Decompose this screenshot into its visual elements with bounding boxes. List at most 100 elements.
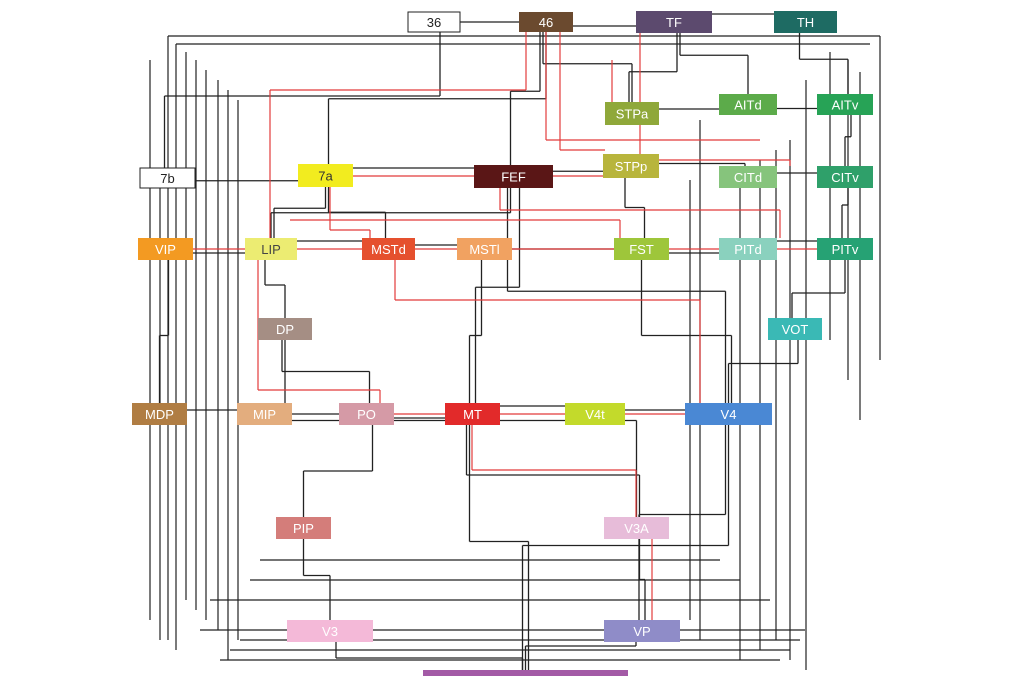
- area-box: [817, 94, 873, 115]
- area-label: V3: [322, 624, 338, 639]
- area-label: AITv: [832, 98, 859, 113]
- area-box: [457, 238, 512, 260]
- area-a36: 36: [407, 11, 461, 33]
- area-label: AITd: [734, 98, 761, 113]
- area-box: [719, 166, 777, 188]
- area-PO: PO: [339, 403, 394, 425]
- area-label: MDP: [145, 407, 174, 422]
- area-label: STPa: [616, 107, 649, 122]
- area-box: [362, 238, 415, 260]
- area-MDP: MDP: [132, 403, 187, 425]
- area-box: [258, 318, 312, 340]
- area-label: CITd: [734, 170, 762, 185]
- area-label: PIP: [293, 521, 314, 536]
- area-TH: TH: [774, 11, 837, 33]
- area-box: [237, 403, 292, 425]
- area-label: MIP: [253, 407, 276, 422]
- area-box: [817, 166, 873, 188]
- area-label: V4t: [585, 407, 605, 422]
- area-box: [817, 238, 873, 260]
- area-TF: TF: [636, 11, 712, 33]
- area-PIP: PIP: [276, 517, 331, 539]
- area-FEF: FEF: [474, 165, 553, 188]
- area-DP: DP: [258, 318, 312, 340]
- area-V4: V4: [685, 403, 772, 425]
- area-box: [774, 11, 837, 33]
- area-V3A: V3A: [604, 517, 669, 539]
- area-MSTd: MSTd: [362, 238, 415, 260]
- area-box: [768, 318, 822, 340]
- area-label: PO: [357, 407, 376, 422]
- area-box: [138, 238, 193, 260]
- area-STPp: STPp: [603, 154, 659, 178]
- area-V2: [423, 670, 628, 676]
- area-label: V4: [721, 407, 737, 422]
- area-AITv: AITv: [817, 94, 873, 115]
- area-box: [339, 403, 394, 425]
- area-label: DP: [276, 322, 294, 337]
- area-VIP: VIP: [138, 238, 193, 260]
- area-box: [132, 403, 187, 425]
- area-PITd: PITd: [719, 238, 777, 260]
- area-label: VOT: [782, 322, 809, 337]
- area-label: MT: [463, 407, 482, 422]
- area-label: VP: [633, 624, 650, 639]
- area-box: [604, 620, 680, 642]
- area-label: V3A: [624, 521, 649, 536]
- area-box: [298, 164, 353, 187]
- area-label: STPp: [615, 159, 648, 174]
- area-MSTl: MSTl: [457, 238, 512, 260]
- area-V4t: V4t: [565, 403, 625, 425]
- area-a46: 46: [519, 12, 573, 32]
- area-label: LIP: [261, 242, 281, 257]
- area-label: TF: [666, 15, 682, 30]
- area-box: [604, 517, 669, 539]
- area-V3: V3: [287, 620, 373, 642]
- area-label: 36: [427, 15, 441, 30]
- area-box: [685, 403, 772, 425]
- area-box: [139, 167, 196, 189]
- area-label: 46: [539, 15, 553, 30]
- area-box: [474, 165, 553, 188]
- area-a7a: 7a: [298, 164, 353, 187]
- area-label: FST: [629, 242, 654, 257]
- area-label: CITv: [831, 170, 859, 185]
- area-label: PITd: [734, 242, 761, 257]
- area-VOT: VOT: [768, 318, 822, 340]
- area-box: [276, 517, 331, 539]
- area-label: PITv: [832, 242, 859, 257]
- area-VP: VP: [604, 620, 680, 642]
- area-CITv: CITv: [817, 166, 873, 188]
- area-MT: MT: [445, 403, 500, 425]
- area-box: [719, 94, 777, 115]
- area-box: [423, 670, 628, 676]
- area-label: MSTl: [469, 242, 499, 257]
- area-b7: 7b: [139, 167, 196, 189]
- area-label: 7a: [318, 169, 333, 184]
- area-box: [445, 403, 500, 425]
- area-box: [636, 11, 712, 33]
- area-box: [614, 238, 669, 260]
- area-LIP: LIP: [245, 238, 297, 260]
- area-label: FEF: [501, 170, 526, 185]
- area-box: [287, 620, 373, 642]
- area-label: TH: [797, 15, 814, 30]
- area-box: [603, 154, 659, 178]
- area-box: [565, 403, 625, 425]
- area-PITv: PITv: [817, 238, 873, 260]
- area-CITd: CITd: [719, 166, 777, 188]
- area-box: [519, 12, 573, 32]
- area-box: [407, 11, 461, 33]
- area-FST: FST: [614, 238, 669, 260]
- area-label: 7b: [160, 171, 174, 186]
- area-label: VIP: [155, 242, 176, 257]
- area-AITd: AITd: [719, 94, 777, 115]
- area-box: [719, 238, 777, 260]
- area-box: [605, 102, 659, 125]
- area-label: MSTd: [371, 242, 406, 257]
- area-box: [245, 238, 297, 260]
- area-STPa: STPa: [605, 102, 659, 125]
- area-MIP: MIP: [237, 403, 292, 425]
